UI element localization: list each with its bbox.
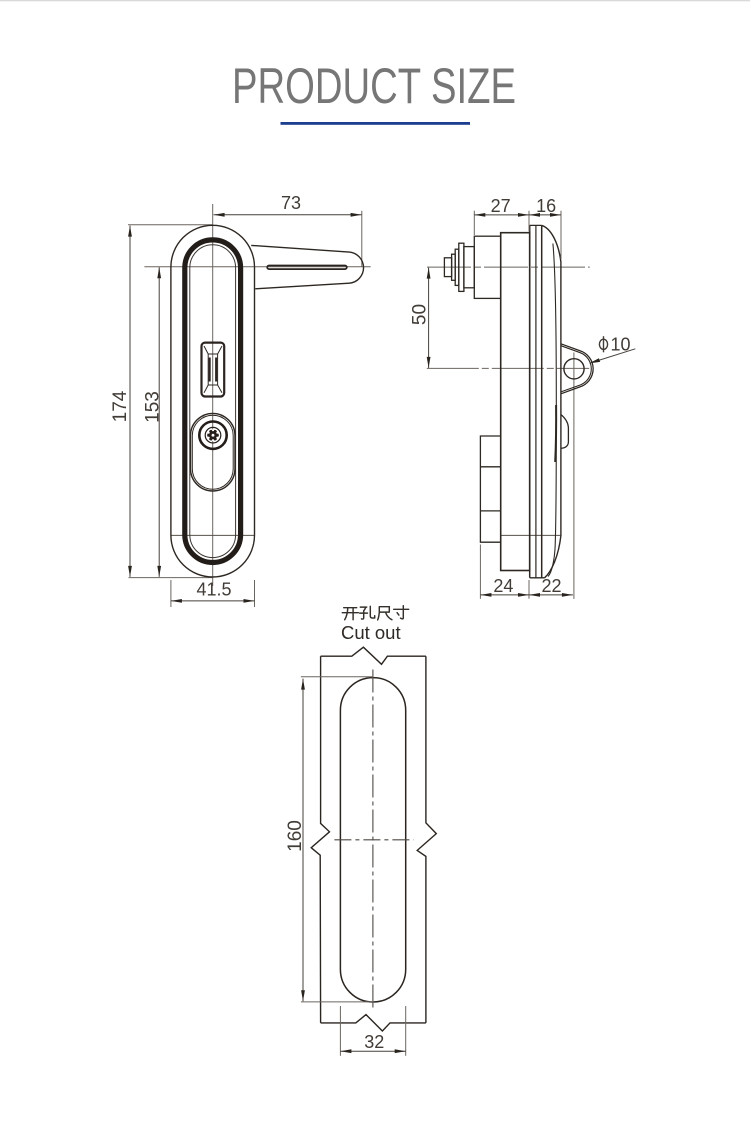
svg-text:174: 174 [110, 390, 131, 422]
svg-text:24: 24 [493, 576, 513, 596]
svg-text:32: 32 [364, 1032, 384, 1052]
svg-text:73: 73 [281, 193, 301, 213]
svg-text:Cut out: Cut out [341, 622, 401, 643]
svg-text:16: 16 [536, 196, 556, 216]
svg-text:41.5: 41.5 [196, 580, 231, 600]
svg-text:22: 22 [541, 576, 561, 596]
svg-text:10: 10 [611, 335, 631, 355]
svg-text:153: 153 [143, 391, 164, 423]
svg-text:160: 160 [285, 820, 306, 852]
svg-text:PRODUCT SIZE: PRODUCT SIZE [232, 58, 516, 114]
svg-text:50: 50 [409, 304, 430, 325]
svg-text:27: 27 [491, 196, 511, 216]
